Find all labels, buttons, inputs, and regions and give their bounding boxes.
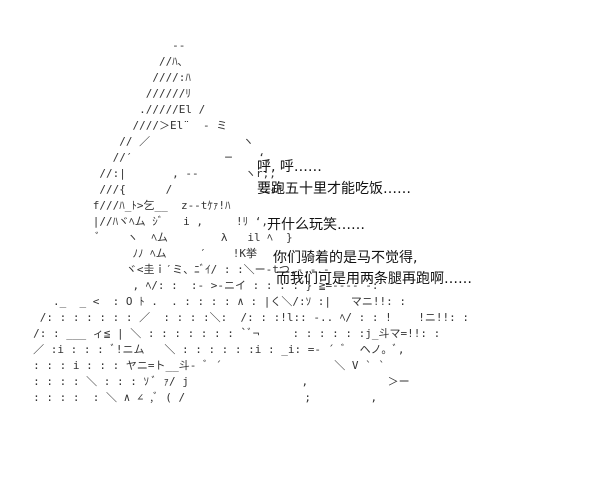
- ascii-art-line: ////＞El¨ - ミ: [0, 119, 228, 132]
- ascii-art-line: //////ﾘ: [0, 87, 191, 100]
- ascii-art-line: ./////El /: [0, 103, 206, 116]
- ascii-art-line: : : : : ＼ : : : ｿ ﾞ ｧ/ j , ＞ー: [0, 375, 410, 388]
- ascii-art-line: ﾞ ヽ ﾍム λ il ﾍ }: [0, 231, 293, 244]
- ascii-art-line: ／ :i : : : ﾞ!ニム ＼ : : : : : :i : _i: =- …: [0, 343, 405, 356]
- ascii-art-line: : : : i : : : ヤニ=ト__斗‐ ﾞ ´ ＼ V ` `: [0, 359, 386, 372]
- ascii-art-line: /: : ___ ィ≦ | ＼ : : : : : : : `ﾞ¬ : : : …: [0, 327, 441, 340]
- speech-line: 呼, 呼……: [257, 159, 322, 175]
- ascii-art-line: //:| , -‐ ヽr;,: [0, 167, 276, 180]
- ascii-art-line: |//ﾊヾﾍム ｼﾞ i , !ﾘ ‘,: [0, 215, 269, 228]
- ascii-art-line: // ／ ヽ: [0, 135, 254, 148]
- speech-line: 开什么玩笑……: [267, 217, 365, 233]
- ascii-art-line: ヾ<圭ｉ′ミ、ﾆﾞｲ/ : :＼ー‐tつ,-.-.-: [0, 263, 330, 276]
- ascii-art-line: //′ ─ ‘,: [0, 151, 272, 164]
- ascii-art-line: f///ﾊ_ﾄ>乞__ z-‐tｹｧ!ﾊ: [0, 199, 231, 212]
- speech-line: 而我们可是用两条腿再跑啊……: [276, 271, 472, 287]
- speech-line: 你们骑着的是马不觉得,: [273, 250, 418, 266]
- ascii-art-line: , ﾍ/: : :- >-ニイ : : : : } ≧=---- -:: [0, 279, 379, 292]
- ascii-art-line: : : : : : ＼ ∧ ∠ ,ﾞ ( / ; ,: [0, 391, 378, 404]
- ascii-art-line: --: [0, 39, 186, 52]
- speech-line: 要跑五十里才能吃饭……: [257, 181, 411, 197]
- ascii-art-line: ﾉﾉ ﾍム ′ !K挙: [0, 247, 258, 260]
- ascii-art-line: ._ _ < : O ﾄ . . : : : : ∧ : |く＼/:ｿ :| マ…: [0, 295, 406, 308]
- ascii-art-line: /: : : : : : : ／ : : : :＼: /: : :!l:: -.…: [0, 311, 469, 324]
- ascii-art-line: //ﾊ､: [0, 55, 184, 68]
- ascii-art-line: ////:ﾊ: [0, 71, 191, 84]
- ascii-art-line: ///{ / ﾆｨﾊ: [0, 183, 282, 196]
